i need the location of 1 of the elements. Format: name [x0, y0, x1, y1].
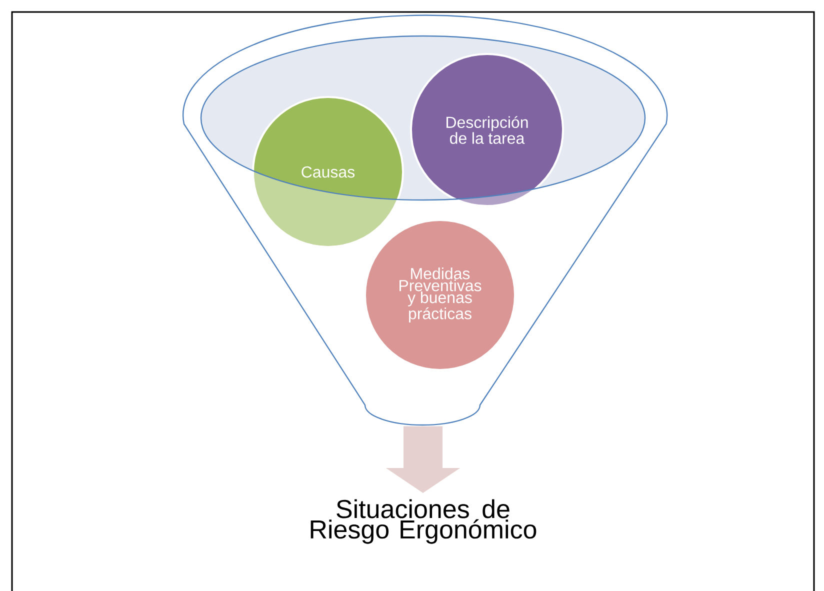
- result-text: Situaciones de Riesgo Ergonómico: [310, 499, 536, 544]
